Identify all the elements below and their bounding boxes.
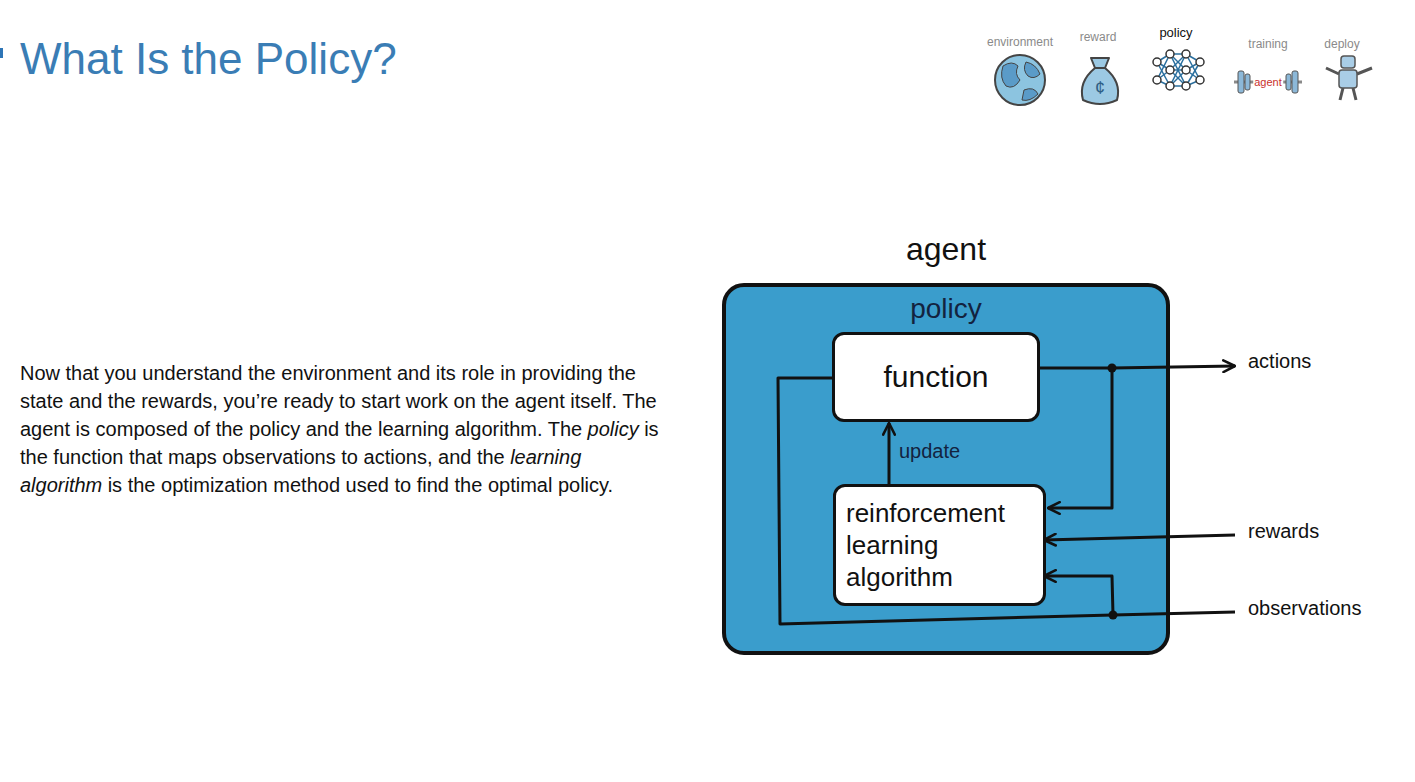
- icon-label: training: [1248, 37, 1287, 51]
- connector: [888, 423, 891, 484]
- policy-heading: policy: [726, 293, 1166, 325]
- box-text: function: [883, 359, 988, 395]
- body-paragraph: Now that you understand the environment …: [20, 359, 682, 499]
- signal-label: actions: [1248, 350, 1311, 373]
- icon-label: reward: [1080, 30, 1117, 44]
- body-text: is the optimization method used to find …: [108, 474, 613, 496]
- signal-label: rewards: [1248, 520, 1319, 543]
- body-text: policy: [588, 418, 639, 440]
- icon-label: deploy: [1324, 37, 1359, 51]
- algorithm-box: reinforcement learning algorithm: [833, 484, 1046, 606]
- title-bar: [0, 48, 3, 58]
- edge-label: update: [899, 440, 960, 463]
- globe-icon: [995, 55, 1045, 105]
- body-text: Now that you understand the environment …: [20, 362, 657, 440]
- network-icon: [1153, 50, 1204, 90]
- rewards-line: [1044, 535, 1235, 540]
- connector: [1040, 368, 1112, 508]
- agent-fill: [724, 285, 1168, 653]
- money-bag-icon: [1082, 58, 1118, 104]
- badge-text: agent: [1253, 76, 1283, 88]
- icon-label: environment: [987, 35, 1053, 49]
- agent-heading: agent: [726, 227, 1166, 271]
- actions-line: [1112, 366, 1235, 368]
- icon-label: policy: [1159, 25, 1192, 40]
- observations-branch: [1044, 576, 1113, 615]
- barbell-icon: [1234, 71, 1302, 93]
- signal-label: observations: [1248, 597, 1361, 620]
- junction-dot: [1109, 611, 1118, 620]
- currency-symbol: ¢: [1095, 78, 1105, 99]
- box-text: reinforcement learning algorithm: [846, 497, 1033, 593]
- robot-icon: [1326, 56, 1372, 100]
- function-box: function: [832, 332, 1040, 422]
- slide-title: What Is the Policy?: [20, 34, 397, 84]
- agent-region: agentpolicyfunctionreinforcement learnin…: [722, 283, 1170, 655]
